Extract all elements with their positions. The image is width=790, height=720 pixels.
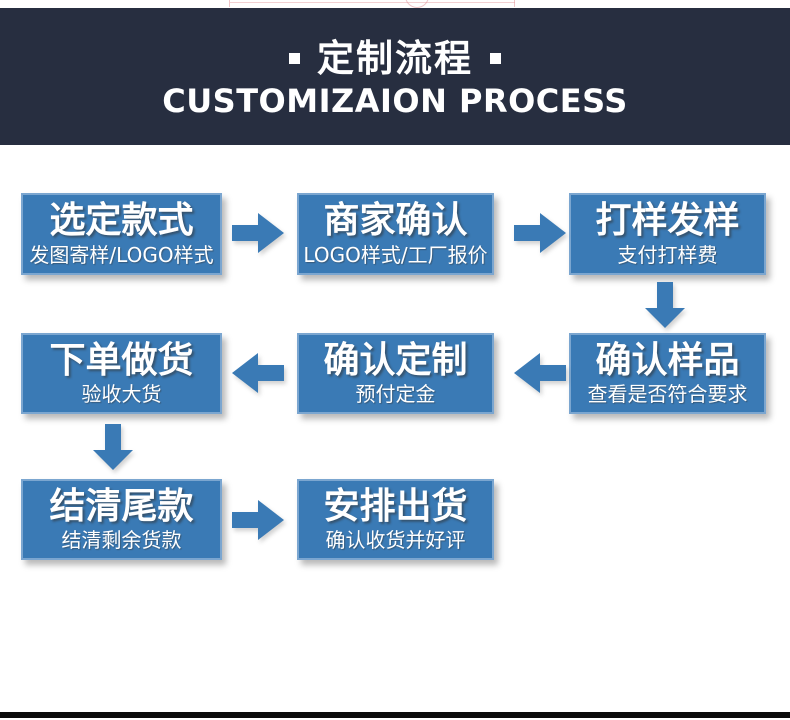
flow-step-sample-making: 打样发样 支付打样费 xyxy=(569,193,766,275)
step-subtitle: 结清剩余货款 xyxy=(61,528,182,553)
step-subtitle: 预付定金 xyxy=(355,382,436,407)
section-title-chinese: 定制流程 xyxy=(317,36,473,80)
flow-step-arrange-shipment: 安排出货 确认收货并好评 xyxy=(297,479,494,560)
step-subtitle: LOGO样式/工厂报价 xyxy=(303,242,488,267)
square-bullet-icon xyxy=(289,53,300,65)
watermark-fragment xyxy=(405,0,429,8)
arrow-left-icon xyxy=(514,353,566,393)
step-subtitle: 支付打样费 xyxy=(617,242,718,267)
arrow-left-icon xyxy=(232,353,284,393)
arrow-right-icon xyxy=(514,213,566,253)
step-title: 选定款式 xyxy=(49,200,194,242)
watermark-fragment xyxy=(230,2,515,3)
arrow-down-icon xyxy=(93,424,133,470)
watermark-fragment xyxy=(229,0,230,7)
step-title: 下单做货 xyxy=(49,339,194,381)
step-title: 确认样品 xyxy=(595,339,740,381)
flow-step-confirm-customization: 确认定制 预付定金 xyxy=(297,333,494,414)
step-subtitle: 查看是否符合要求 xyxy=(587,382,748,407)
step-title: 确认定制 xyxy=(323,339,468,381)
section-header-banner: 定制流程 CUSTOMIZAION PROCESS xyxy=(0,8,790,145)
section-title-english: CUSTOMIZAION PROCESS xyxy=(162,82,628,121)
flow-step-merchant-confirm: 商家确认 LOGO样式/工厂报价 xyxy=(297,193,494,275)
step-title: 商家确认 xyxy=(323,200,468,242)
step-title: 打样发样 xyxy=(595,200,740,242)
arrow-down-icon xyxy=(645,282,685,328)
watermark-fragment xyxy=(514,0,515,7)
flow-step-place-order: 下单做货 验收大货 xyxy=(21,333,222,414)
step-subtitle: 确认收货并好评 xyxy=(325,528,466,553)
bottom-divider-bar xyxy=(0,712,790,718)
flow-step-final-payment: 结清尾款 结清剩余货款 xyxy=(21,479,222,560)
arrow-right-icon xyxy=(232,500,284,540)
step-subtitle: 验收大货 xyxy=(81,382,162,407)
flow-step-confirm-sample: 确认样品 查看是否符合要求 xyxy=(569,333,766,414)
step-title: 结清尾款 xyxy=(49,485,194,527)
arrow-right-icon xyxy=(232,213,284,253)
section-title-row: 定制流程 xyxy=(289,36,501,81)
square-bullet-icon xyxy=(490,53,501,65)
flow-step-select-style: 选定款式 发图寄样/LOGO样式 xyxy=(21,193,222,275)
step-subtitle: 发图寄样/LOGO样式 xyxy=(29,242,214,267)
step-title: 安排出货 xyxy=(323,485,468,527)
